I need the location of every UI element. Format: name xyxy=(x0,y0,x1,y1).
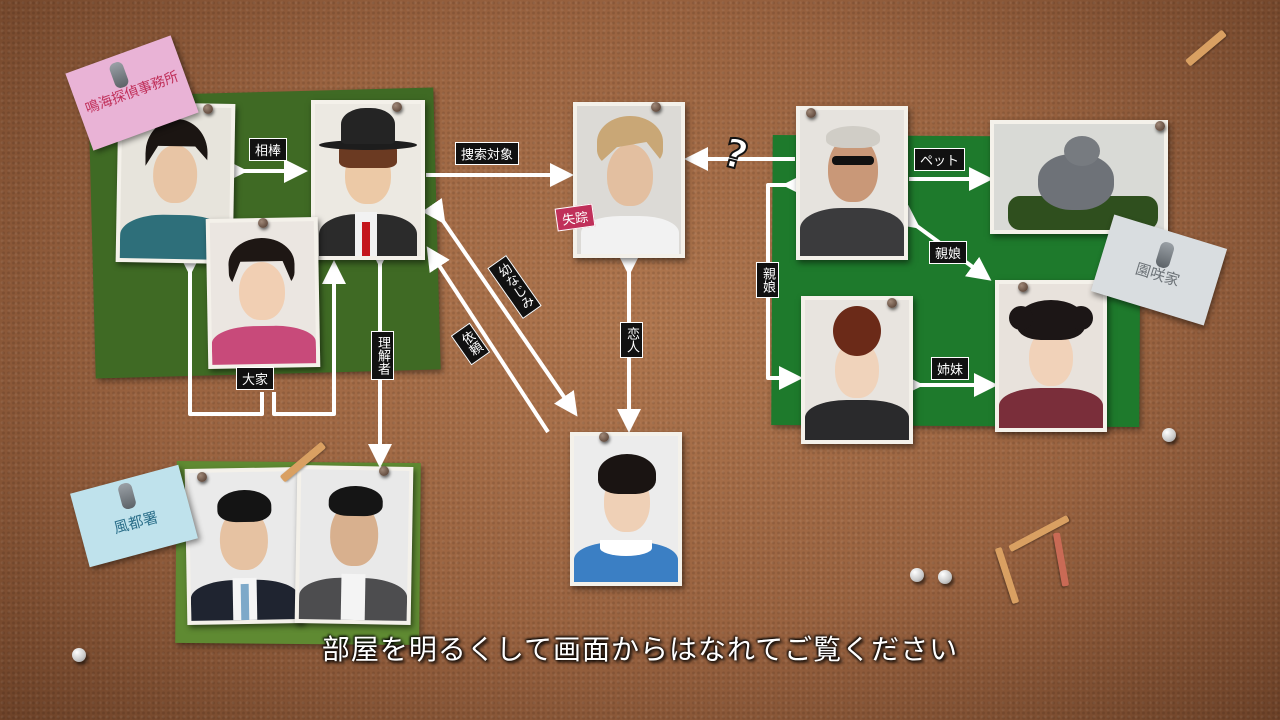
understanding-label: 理解者 xyxy=(371,331,394,380)
pin xyxy=(599,432,609,442)
photo-father xyxy=(796,106,908,260)
pin xyxy=(379,466,389,476)
request-arrow xyxy=(426,246,550,434)
pin xyxy=(651,102,661,112)
police-label: 風都署 xyxy=(111,508,160,538)
subtitle-caption: 部屋を明るくして画面からはなれてご覧ください xyxy=(321,633,959,666)
pin xyxy=(197,472,207,482)
pet-label: ペット xyxy=(914,148,966,171)
photo-shotaro xyxy=(311,100,425,260)
thumbtack xyxy=(72,648,86,662)
childhood-friend-arrow xyxy=(422,198,578,417)
thumbtack xyxy=(1162,428,1176,442)
thumbtack xyxy=(910,568,924,582)
photo-officer-1 xyxy=(184,466,304,626)
pin xyxy=(887,298,897,308)
thumbtack xyxy=(938,570,952,584)
photo-woman-center xyxy=(570,432,682,586)
detective-agency-label: 鳴海探偵事務所 xyxy=(83,68,181,118)
pin xyxy=(392,102,402,112)
photo-younger-sister xyxy=(995,280,1107,432)
landlady-loop-right xyxy=(272,260,346,416)
sisters-label: 姉妹 xyxy=(931,357,970,380)
pin xyxy=(203,104,213,114)
photo-akiko xyxy=(205,217,321,369)
pin xyxy=(806,108,816,118)
landlady-loop-left xyxy=(178,252,264,416)
search-target-label: 捜索対象 xyxy=(455,142,520,165)
photo-elder-sister xyxy=(801,296,913,444)
pin xyxy=(1018,282,1028,292)
landlady-label: 大家 xyxy=(236,367,275,390)
pin xyxy=(258,218,268,228)
father-daughter-label-vertical: 親娘 xyxy=(756,262,779,298)
pin xyxy=(1155,121,1165,131)
photo-officer-2 xyxy=(294,464,414,626)
father-daughter-label: 親娘 xyxy=(929,241,968,264)
partner-label: 相棒 xyxy=(249,138,288,161)
lover-label: 恋人 xyxy=(620,322,643,358)
photo-missing-man xyxy=(573,102,685,258)
photo-cat xyxy=(990,120,1168,234)
